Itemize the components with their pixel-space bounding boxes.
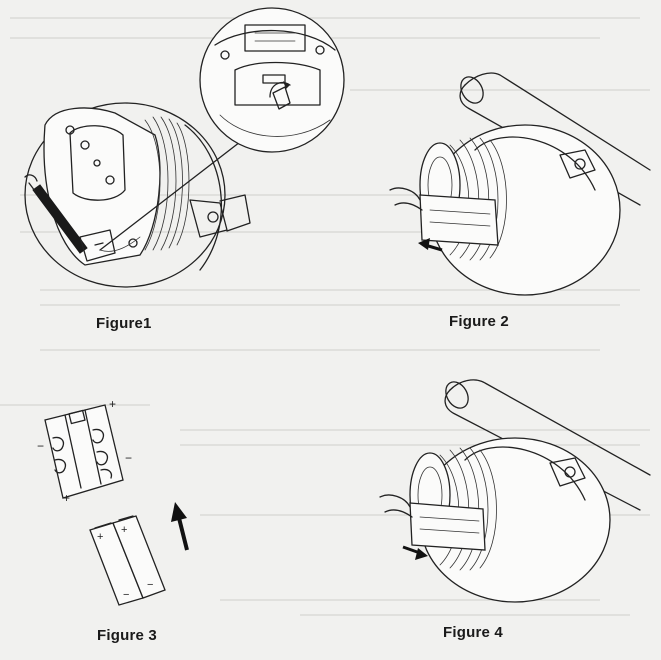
figure3-battery-minus: − [147, 579, 153, 591]
figure3-illustration: + − − + + + − − [37, 397, 189, 606]
figure3-caption: Figure 3 [97, 627, 157, 644]
figure1-battery-window [69, 125, 126, 201]
figure3-battery-minus: − [123, 589, 129, 601]
figure1-screwdriver [24, 174, 88, 254]
figure3-insert-arrow [171, 502, 189, 551]
figure3-battery-holder [44, 404, 124, 499]
figure1-face-plate [43, 107, 161, 266]
figure1-illustration [24, 7, 345, 288]
figure3-batteries [89, 515, 166, 606]
figure1-screw [65, 125, 75, 135]
figure3-minus-mark: − [37, 439, 44, 453]
figure4-direction-arrow [402, 545, 428, 560]
figure2-direction-arrow [418, 238, 443, 252]
figure1-detail-magnifier [199, 7, 345, 153]
figure1-mounting-clamp [189, 194, 251, 238]
figure1-fins [144, 116, 190, 251]
figure3-battery-plus: + [121, 524, 127, 536]
figure4-illustration [379, 379, 651, 603]
figure4-pipe [444, 379, 651, 511]
figure2-illustration [389, 72, 651, 296]
figure1-caption: Figure1 [96, 315, 152, 332]
figure3-plus-mark: + [63, 491, 70, 505]
figure1-screw [128, 238, 138, 248]
figure2-battery-drawer [389, 187, 499, 246]
figure2-pipe [459, 72, 651, 206]
figure2-caption: Figure 2 [449, 313, 509, 330]
figure4-caption: Figure 4 [443, 624, 503, 641]
figure3-plus-mark: + [109, 397, 116, 411]
figure1-housing-outer [24, 102, 226, 288]
figure4-battery-drawer [379, 494, 486, 551]
figure3-battery-plus: + [97, 531, 103, 543]
figure3-minus-mark: − [125, 451, 132, 465]
